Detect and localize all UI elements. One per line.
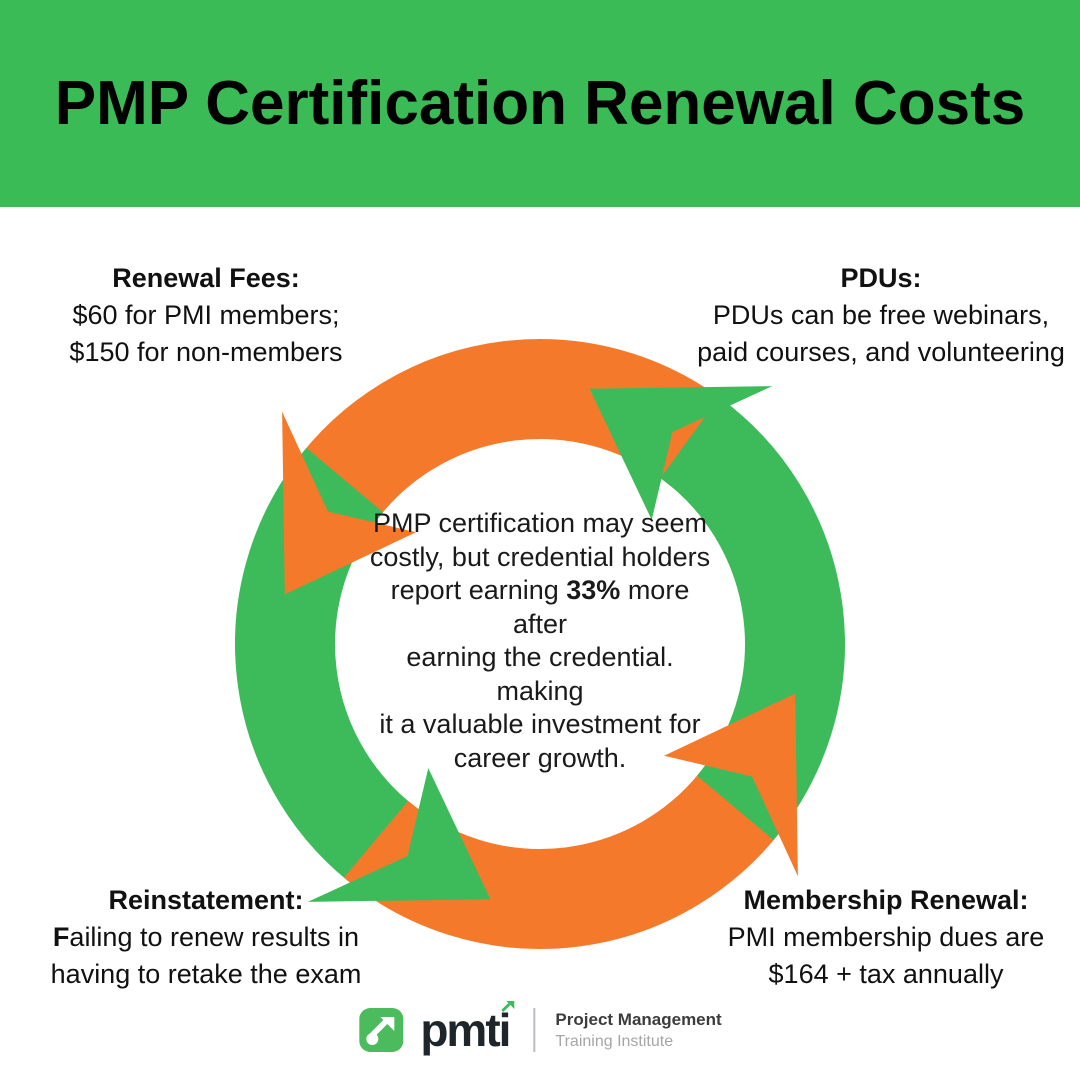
note-membership-renewal: Membership Renewal: PMI membership dues … bbox=[700, 882, 1072, 993]
note-line: PMI membership dues are bbox=[727, 922, 1045, 952]
brand-line-training-institute: Training Institute bbox=[555, 1032, 674, 1050]
center-line: report earning 33% more after bbox=[390, 575, 690, 639]
note-line: Failing to renew results in bbox=[52, 922, 360, 952]
pmti-logo-icon bbox=[359, 1008, 404, 1052]
logo-arrow-head bbox=[380, 1017, 395, 1031]
note-heading: Reinstatement: bbox=[108, 885, 304, 915]
note-heading: Renewal Fees: bbox=[112, 263, 300, 293]
center-line: costly, but credential holders bbox=[369, 541, 711, 572]
note-heading: PDUs: bbox=[840, 263, 922, 293]
brand-line-project-management: Project Management bbox=[555, 1009, 722, 1029]
cycle-arrowhead-top bbox=[282, 411, 416, 595]
note-line: PDUs can be free webinars, bbox=[712, 300, 1050, 330]
note-line: $150 for non-members bbox=[69, 337, 343, 367]
note-line: $164 + tax annually bbox=[768, 959, 1004, 989]
note-pdus: PDUs: PDUs can be free webinars, paid co… bbox=[692, 260, 1070, 371]
pmti-brand-footer: pmti Project Management Training Institu… bbox=[358, 1001, 722, 1058]
cycle-arrowhead-left bbox=[307, 768, 491, 902]
page-title: PMP Certification Renewal Costs bbox=[54, 69, 1026, 138]
header-banner: PMP Certification Renewal Costs bbox=[0, 0, 1080, 207]
note-heading: Membership Renewal: bbox=[743, 885, 1029, 915]
logo-arrow-shaft bbox=[370, 1019, 389, 1037]
note-line: paid courses, and volunteering bbox=[697, 337, 1065, 367]
note-renewal-fees: Renewal Fees: $60 for PMI members; $150 … bbox=[20, 260, 392, 371]
center-line: it a valuable investment for bbox=[379, 709, 701, 739]
pmti-i-arrow-icon bbox=[501, 1001, 515, 1012]
pmti-wordmark-wrap: pmti bbox=[420, 1001, 515, 1058]
note-line: $60 for PMI members; bbox=[72, 300, 340, 330]
cycle-center-text: PMP certification may seem costly, but c… bbox=[360, 507, 720, 775]
note-reinstatement: Reinstatement: Failing to renew results … bbox=[20, 882, 392, 993]
brand-divider bbox=[533, 1008, 536, 1052]
center-line: career growth. bbox=[453, 742, 627, 773]
brand-text: Project Management Training Institute bbox=[555, 1009, 721, 1052]
center-line: earning the credential. making bbox=[406, 642, 674, 706]
note-line: having to retake the exam bbox=[50, 959, 362, 989]
center-line: PMP certification may seem bbox=[372, 508, 708, 538]
pmti-wordmark: pmti bbox=[420, 1004, 511, 1056]
cycle-arrowhead-right bbox=[589, 386, 773, 520]
cycle-arrowhead-bottom bbox=[664, 693, 798, 877]
